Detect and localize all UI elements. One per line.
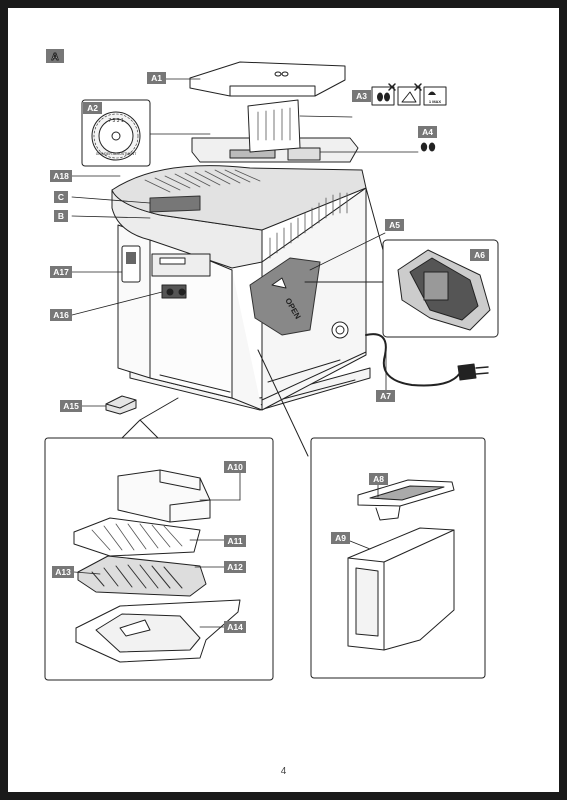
svg-text:A12: A12 [227,562,243,572]
service-door: OPEN [249,257,321,336]
svg-text:C: C [58,192,64,202]
svg-text:A4: A4 [422,127,433,137]
svg-text:7 5 3 1: 7 5 3 1 [108,118,124,124]
grinder-dial-inset: 7 5 3 1 GRINDER ADJUSTMENT [81,99,151,167]
callout-a9: A9 [331,532,350,544]
callout-a4: A4 [418,126,437,138]
svg-text:A9: A9 [335,533,346,543]
callout-a1: A1 [147,72,166,84]
gear-icon [93,113,139,159]
drip-tray-inset [44,397,274,681]
leader-lines [69,78,419,628]
coffee-beans-icon [420,142,436,152]
svg-text:A16: A16 [53,310,69,320]
svg-text:A17: A17 [53,267,69,277]
callout-a6: A6 [470,249,489,261]
svg-text:A6: A6 [474,250,485,260]
callout-a2: A2 [83,102,102,114]
brewing-unit-inset [304,187,499,338]
svg-text:A13: A13 [55,567,71,577]
callout-labels: A1 A2 A3 A4 A5 A6 A7 A8 A9 A10 A11 A12 A… [50,72,489,633]
svg-text:A7: A7 [380,391,391,401]
section-label: A [46,49,64,64]
svg-text:A2: A2 [87,103,98,113]
svg-text:A1: A1 [151,73,162,83]
svg-text:B: B [58,211,64,221]
svg-text:A10: A10 [227,462,243,472]
power-cord [365,333,489,387]
svg-text:A8: A8 [373,474,384,484]
callout-a13: A13 [52,566,74,578]
callout-a12: A12 [224,561,246,573]
svg-text:A11: A11 [227,536,242,546]
callout-a16: A16 [50,309,72,321]
callout-a10: A10 [224,461,246,473]
callout-a8: A8 [369,473,388,485]
bean-container-lid [189,61,346,97]
coffee-machine [111,137,371,411]
callout-a5: A5 [385,219,404,231]
svg-text:A15: A15 [63,401,79,411]
svg-text:A18: A18 [53,171,69,181]
callout-a11: A11 [224,535,246,547]
callout-b: B [54,210,68,222]
svg-text:GRINDER ADJUSTMENT: GRINDER ADJUSTMENT [96,152,137,156]
scoop-part [105,395,137,415]
svg-text:A14: A14 [227,622,243,632]
ground-coffee-funnel [247,99,301,153]
a3-icon-strip: 1 MAX [371,83,447,106]
callout-c: C [54,191,68,203]
svg-text:A5: A5 [389,220,400,230]
callout-a15: A15 [60,400,82,412]
svg-text:A: A [51,52,58,63]
page-number: 4 [280,766,287,777]
water-tank-inset [257,349,486,679]
callout-a17: A17 [50,266,72,278]
callout-a18: A18 [50,170,72,182]
svg-text:1 MAX: 1 MAX [429,99,442,104]
callout-a3: A3 [352,90,371,102]
callout-a7: A7 [376,390,395,402]
svg-text:A3: A3 [356,91,367,101]
callout-a14: A14 [224,621,246,633]
